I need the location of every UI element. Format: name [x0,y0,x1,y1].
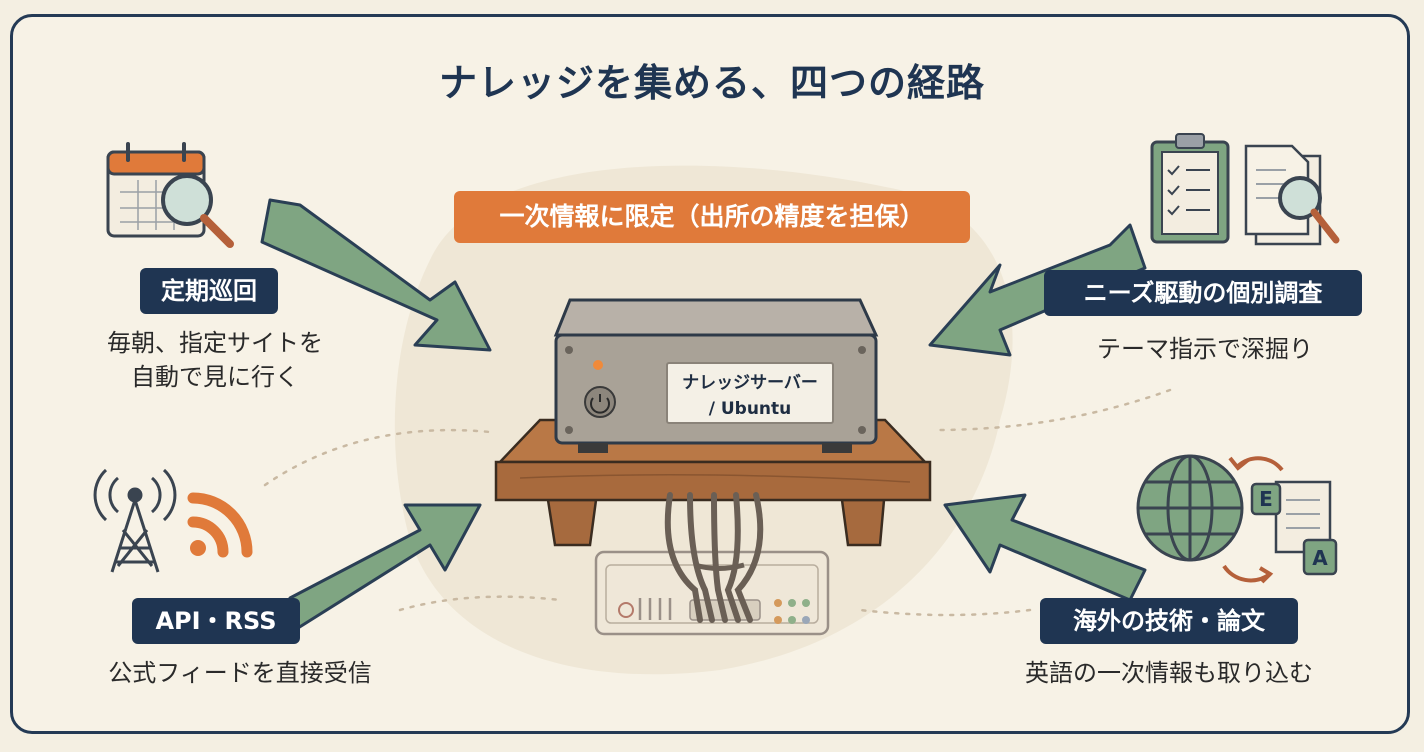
documents-icon [1244,144,1340,246]
globe-icon [1136,454,1244,562]
translate-letter-a: A [1312,546,1328,570]
desc-needs-research: テーマ指示で深掘り [1097,335,1313,363]
primary-source-banner: 一次情報に限定（出所の精度を担保） [454,191,970,243]
desc-scheduled-line1: 毎朝、指定サイトを [107,329,323,357]
server-label: ナレッジサーバー / Ubuntu [666,362,834,424]
desc-overseas-tech: 英語の一次情報も取り込む [1025,659,1313,687]
arrow-bottom-right [943,493,1147,602]
desc-scheduled-line2: 自動で見に行く [131,363,299,391]
page-title: ナレッジを集める、四つの経路 [438,61,985,105]
tag-needs-research: ニーズ駆動の個別調査 [1044,270,1362,316]
arrow-bottom-left [288,503,482,630]
translate-letter-e: E [1259,487,1273,511]
server-label-line2: / Ubuntu [708,399,792,419]
desc-api-rss: 公式フィードを直接受信 [108,659,372,687]
arrow-top-left [260,198,492,352]
clipboard-icon [1150,133,1230,244]
cable-bundle [664,492,764,623]
tag-overseas-tech: 海外の技術・論文 [1040,598,1298,644]
tag-scheduled-crawl: 定期巡回 [140,268,278,314]
translate-icon: E A [1222,456,1338,584]
tag-api-rss: API・RSS [132,598,300,644]
server-label-line1: ナレッジサーバー [682,373,818,393]
antenna-icon [93,468,177,573]
dotted-connectors [263,388,1172,617]
magnifier-icon [161,174,234,248]
rss-icon [187,492,253,558]
desc-scheduled-crawl: 毎朝、指定サイトを 自動で見に行く [80,326,350,394]
green-arrows [260,198,1147,630]
